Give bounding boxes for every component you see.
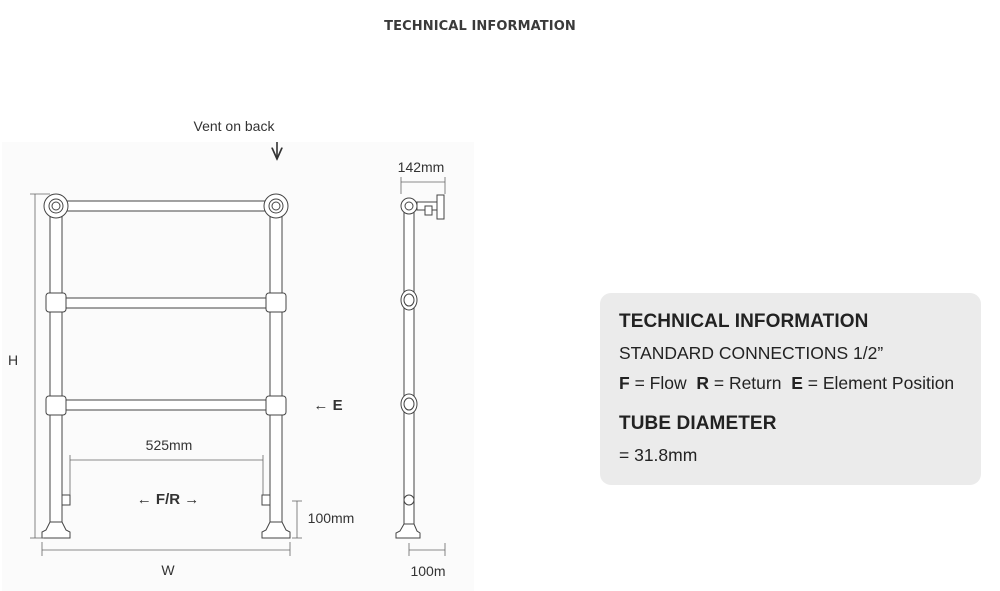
valve-height-label: 100mm [308, 510, 355, 526]
right-valve [261, 494, 271, 506]
side-foot [395, 523, 421, 539]
width-dimension [41, 542, 291, 556]
joint [265, 395, 287, 416]
legend-text-element: = Element Position [807, 373, 955, 393]
left-valve [61, 494, 71, 506]
connections-text: STANDARD CONNECTIONS 1/2” [619, 343, 884, 363]
height-label: H [8, 352, 18, 368]
joint [45, 292, 67, 313]
depth-dimension [400, 177, 446, 194]
technical-drawing-svg: Vent on back [2, 118, 474, 591]
technical-info-card: TECHNICAL INFORMATION STANDARD CONNECTIO… [600, 293, 981, 485]
wall-plate [436, 194, 445, 220]
bracket-screw [424, 205, 433, 216]
height-dimension [30, 193, 50, 539]
centres-label: 525mm [146, 437, 193, 453]
depth-label: 142mm [398, 159, 445, 175]
tube-diameter-value: = 31.8mm [619, 445, 698, 465]
legend-text-return: = Return [713, 373, 782, 393]
side-valve [403, 494, 415, 506]
tube-diameter-title: TUBE DIAMETER [619, 413, 777, 434]
side-view [395, 194, 445, 539]
flow-return-label: ← F/R → [137, 491, 200, 508]
valve-height-dimension [292, 500, 302, 539]
left-upright [49, 201, 63, 536]
vent-label: Vent on back [194, 118, 276, 134]
element-position-label: ← E [313, 397, 342, 414]
side-base-label: 100m [410, 563, 445, 579]
connection-legend: F = Flow R = Return E = Element Position [619, 373, 981, 393]
info-title: TECHNICAL INFORMATION [619, 311, 869, 332]
legend-key-element: E [791, 373, 803, 393]
middle-rail [61, 297, 271, 309]
legend-key-flow: F [619, 373, 630, 393]
right-foot [261, 521, 291, 539]
left-foot [41, 521, 71, 539]
drawing-background [2, 142, 474, 591]
right-upright [269, 201, 283, 536]
legend-text-flow: = Flow [634, 373, 687, 393]
front-view [41, 193, 291, 539]
top-rail [61, 200, 271, 212]
joint [45, 395, 67, 416]
width-label: W [161, 562, 175, 578]
side-upright [403, 207, 415, 535]
radiator-technical-drawing: Vent on back [0, 110, 480, 591]
page-title: TECHNICAL INFORMATION [384, 19, 576, 34]
bottom-rail [61, 399, 271, 411]
centres-dimension [69, 455, 264, 495]
joint [265, 292, 287, 313]
side-base-dimension [408, 543, 446, 556]
legend-key-return: R [696, 373, 709, 393]
